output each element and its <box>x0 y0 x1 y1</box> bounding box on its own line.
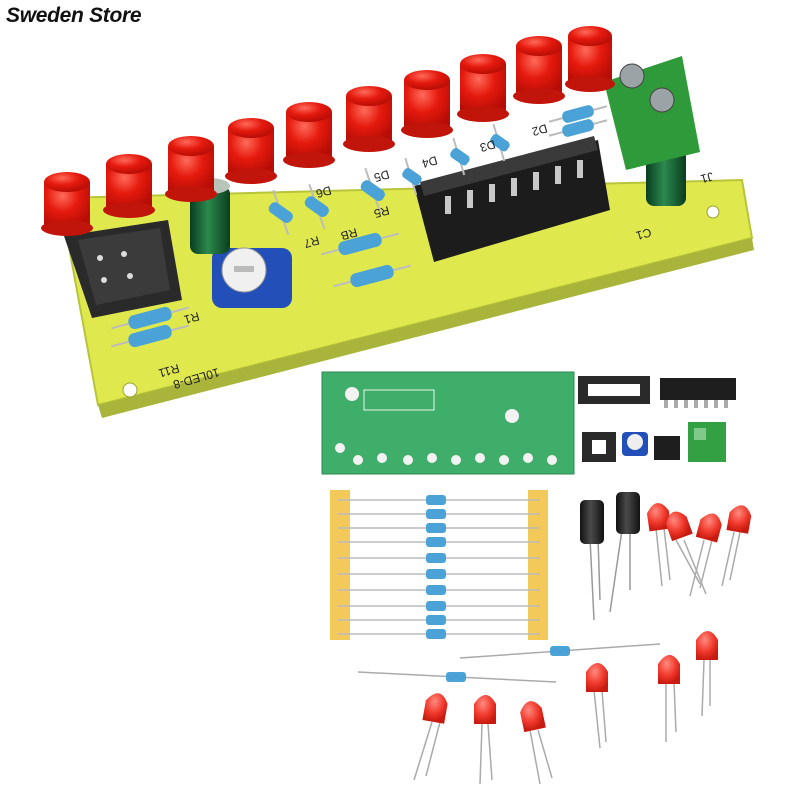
board-led <box>565 26 615 92</box>
board-led <box>103 154 155 218</box>
resistor-strip <box>330 490 548 640</box>
silkscreen-r11: R11 <box>157 361 181 380</box>
board-led <box>343 86 395 152</box>
silkscreen-d6: D6 <box>314 183 333 201</box>
board-led <box>457 54 509 122</box>
loose-resistors <box>357 643 661 683</box>
silkscreen-d3: D3 <box>478 137 497 155</box>
loose-trimmer <box>622 432 648 456</box>
board-led <box>401 70 453 138</box>
board-led <box>165 136 217 202</box>
silkscreen-d5: D5 <box>372 167 391 185</box>
board-led <box>41 172 93 236</box>
loose-socket-8pin <box>582 432 616 462</box>
silkscreen-j1: J1 <box>699 169 715 186</box>
ic-16pin <box>414 136 610 262</box>
loose-terminal-block <box>688 422 726 462</box>
silkscreen-r7: R7 <box>302 233 321 251</box>
ic-8pin <box>64 220 182 318</box>
assembled-board: 10LED-8 R11 R1 RB R7 R5 D6 D5 D4 D3 D2 C… <box>41 26 754 418</box>
board-led <box>513 36 565 104</box>
board-leds <box>41 26 615 236</box>
silkscreen-rb: RB <box>339 225 359 243</box>
loose-capacitors <box>580 492 640 621</box>
bare-pcb <box>321 371 575 475</box>
silkscreen-r1: R1 <box>182 309 201 327</box>
silkscreen-d4: D4 <box>420 153 439 171</box>
board-resistors <box>111 105 608 348</box>
trimmer-potentiometer <box>212 247 292 308</box>
board-led <box>283 102 335 168</box>
silkscreen-r5: R5 <box>372 203 391 221</box>
silkscreen-d2: D2 <box>530 121 549 139</box>
board-led <box>225 118 277 184</box>
loose-socket-16pin <box>578 376 650 404</box>
loose-ic-8pin <box>654 436 680 460</box>
loose-leds <box>413 503 752 785</box>
store-watermark: Sweden Store <box>6 4 142 27</box>
kit-contents <box>321 371 752 785</box>
silkscreen-c1: C1 <box>634 225 653 243</box>
terminal-block <box>604 56 700 170</box>
loose-ic-16pin <box>660 378 736 408</box>
